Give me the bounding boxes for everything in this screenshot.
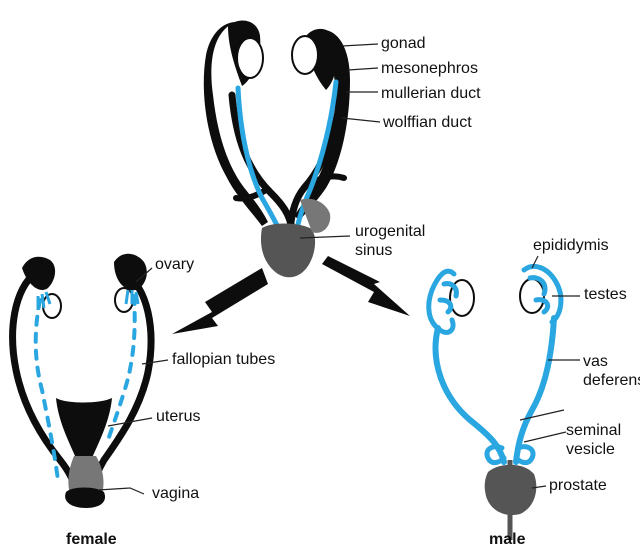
label-vagina: vagina	[152, 484, 199, 504]
right-vas-deferens	[516, 318, 554, 462]
vagina-lower	[65, 488, 105, 509]
caption-female: female	[66, 530, 117, 550]
prostate-body	[485, 465, 537, 515]
indifferent-stage	[204, 21, 380, 278]
female-left-remnant	[36, 300, 58, 480]
label-mesonephros: mesonephros	[381, 59, 478, 79]
label-ovary: ovary	[155, 255, 194, 275]
arrow-to-male	[322, 256, 410, 316]
label-seminal-vesicle: seminal vesicle	[566, 421, 621, 459]
female-system	[13, 254, 168, 508]
label-wolffian-duct: wolffian duct	[383, 113, 472, 133]
label-gonad: gonad	[381, 34, 426, 54]
male-system	[429, 256, 580, 540]
right-gonad	[292, 36, 318, 74]
male-right-testis	[520, 279, 544, 313]
label-vas-deferens: vas deferens	[583, 352, 640, 390]
arrow-to-female	[172, 268, 268, 334]
right-fimbria	[114, 254, 147, 290]
label-mullerian-duct: mullerian duct	[381, 84, 481, 104]
female-left-ovary	[43, 294, 61, 318]
label-fallopian-tubes: fallopian tubes	[172, 350, 275, 370]
caption-male: male	[489, 530, 525, 550]
uterus-body	[56, 398, 112, 458]
label-uterus: uterus	[156, 407, 200, 427]
label-epididymis: epididymis	[533, 236, 609, 256]
female-right-ovary	[115, 288, 133, 312]
epoophoron-right	[126, 290, 138, 304]
label-urogenital-sinus: urogenital sinus	[355, 222, 425, 260]
urogenital-sinus-shape	[261, 224, 315, 278]
label-testes: testes	[584, 285, 627, 305]
label-prostate: prostate	[549, 476, 607, 496]
left-vas-deferens	[436, 328, 504, 462]
left-gonad	[237, 38, 263, 78]
